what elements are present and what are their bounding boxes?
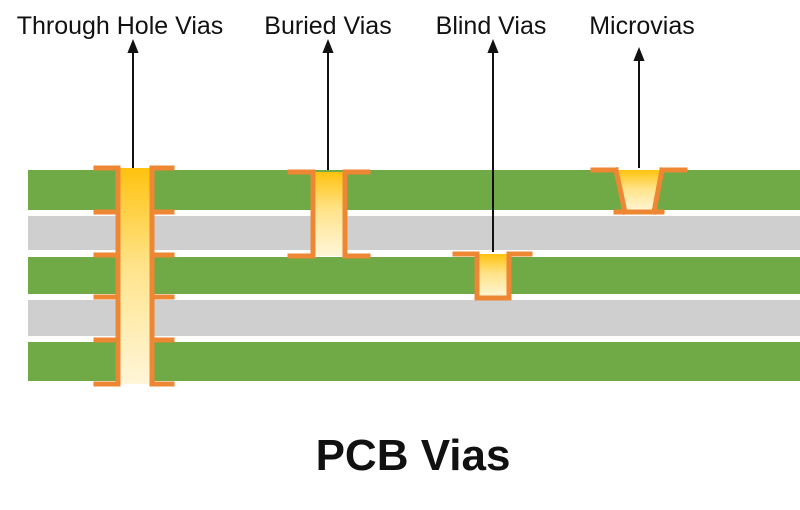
through-hole-via bbox=[93, 165, 175, 387]
through-hole-via-label: Through Hole Vias bbox=[17, 12, 224, 40]
microvia-label: Microvias bbox=[589, 12, 695, 40]
buried-via-barrel bbox=[313, 172, 345, 256]
blind-via-label: Blind Vias bbox=[436, 12, 547, 40]
buried-via bbox=[287, 169, 371, 259]
callout-arrows bbox=[127, 39, 645, 252]
microvia bbox=[590, 167, 688, 215]
copper-layer-3 bbox=[28, 342, 800, 381]
dielectric-layer-2 bbox=[28, 300, 800, 336]
through-hole-via-barrel bbox=[118, 168, 152, 384]
dielectric-layer-1 bbox=[28, 216, 800, 250]
layer-stack bbox=[28, 170, 800, 381]
blind-via bbox=[452, 251, 533, 301]
microvia-cone bbox=[616, 170, 662, 212]
copper-layer-1 bbox=[28, 170, 800, 210]
blind-via-barrel bbox=[477, 254, 509, 298]
buried-via-label: Buried Vias bbox=[264, 12, 391, 40]
copper-layer-2 bbox=[28, 257, 800, 294]
diagram-title: PCB Vias bbox=[316, 431, 511, 480]
